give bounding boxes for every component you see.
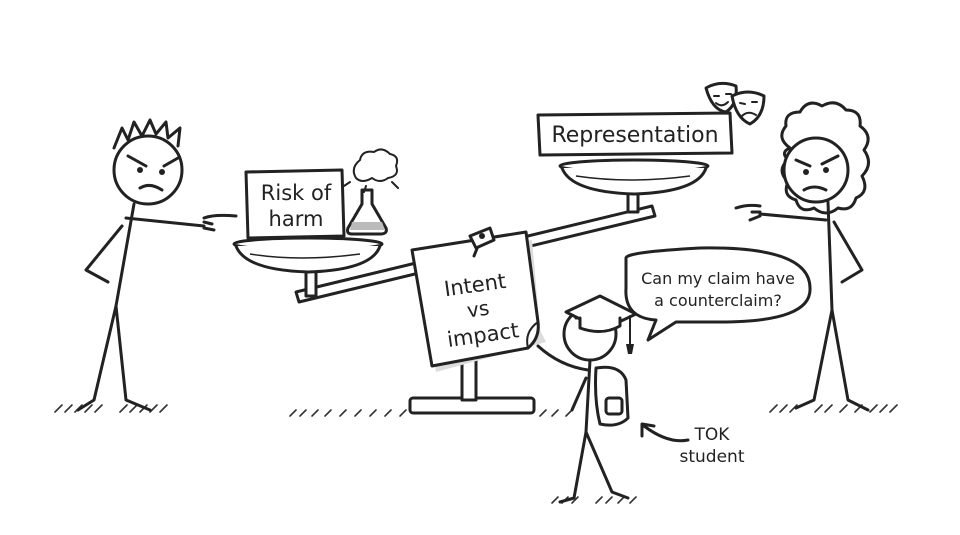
flask-explosion-icon bbox=[343, 148, 399, 236]
representation-sign: Representation bbox=[536, 111, 734, 157]
speech-line2: a counterclaim? bbox=[654, 291, 782, 310]
risk-label-line1: Risk of bbox=[261, 181, 332, 205]
graduation-cap-icon bbox=[564, 294, 638, 354]
risk-label-line2: harm bbox=[269, 207, 324, 231]
note-line2: vs bbox=[465, 296, 490, 323]
pushpin-icon bbox=[468, 226, 496, 258]
right-stick-figure bbox=[734, 101, 870, 412]
speech-line1: Can my claim have bbox=[641, 269, 795, 288]
theater-masks-icon bbox=[704, 81, 766, 126]
representation-label: Representation bbox=[551, 123, 718, 148]
student-figure bbox=[536, 306, 630, 504]
risk-of-harm-sign: Risk of harm bbox=[244, 168, 346, 240]
left-stick-figure bbox=[76, 118, 238, 412]
balance-scale bbox=[232, 158, 710, 415]
student-caption-line1: TOK bbox=[694, 425, 731, 445]
intent-vs-impact-note: Intent vs impact bbox=[410, 230, 546, 372]
student-caption-line2: student bbox=[680, 447, 745, 467]
tok-student-caption: TOK student bbox=[640, 422, 745, 467]
speech-bubble: Can my claim have a counterclaim? bbox=[624, 246, 812, 342]
ground-hatching bbox=[54, 404, 898, 504]
